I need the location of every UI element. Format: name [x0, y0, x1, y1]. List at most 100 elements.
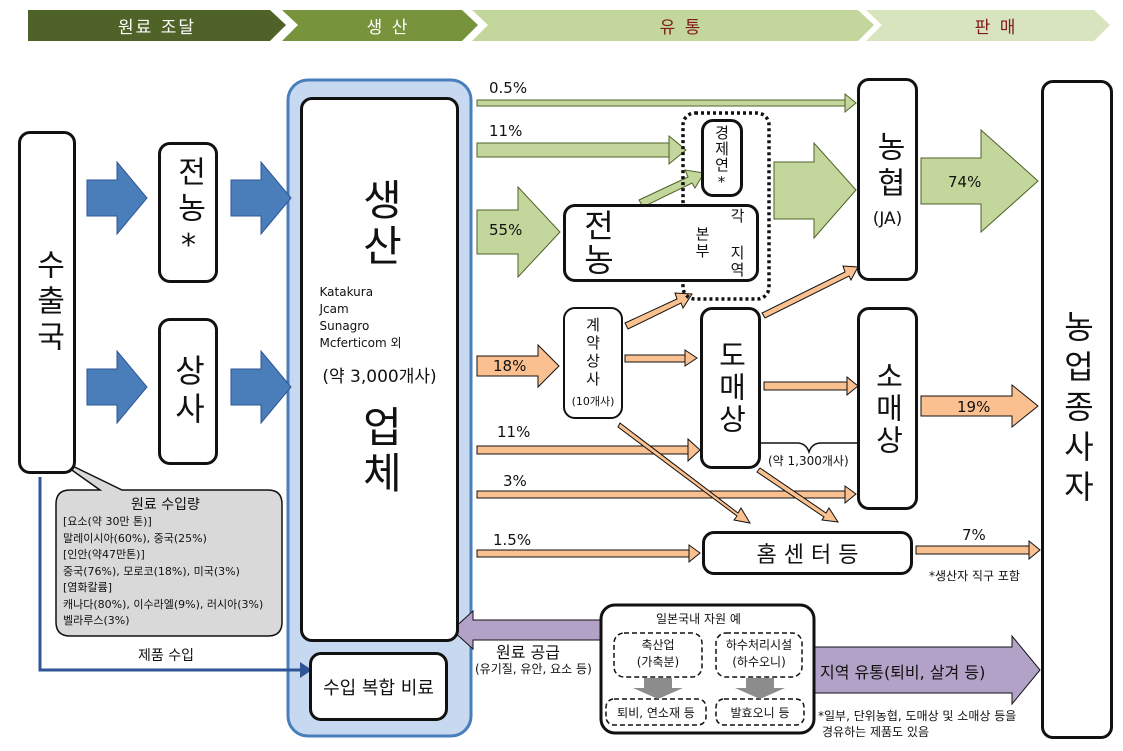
raw-supply-arrow [451, 609, 603, 651]
phase-chevron-4 [866, 10, 1110, 41]
product-import-head [300, 662, 312, 678]
orange-arrow-3 [476, 485, 857, 505]
import-volume-line: 벨라루스(3%) [63, 614, 130, 627]
zennoh-dist-label: 전농 [578, 209, 616, 277]
phase-distribution: 유 통 [659, 17, 703, 38]
orange-arrow-7 [915, 539, 1041, 561]
producers-box: 생산 Katakura Jcam Sunagro Mcferticom 외 (약… [300, 97, 459, 642]
blue-arrow-1 [86, 160, 148, 236]
ja-sub-label: (JA) [872, 208, 903, 229]
import-fertilizer-box: 수입 복합 비료 [309, 652, 448, 721]
import-volume-title: 원료 수입량 [131, 497, 200, 513]
down-arrow-livestock [633, 678, 683, 699]
livestock-box [613, 632, 703, 678]
direct-sales-note: *생산자 직구 포함 [929, 569, 1020, 583]
orange-arrow-11b [476, 437, 701, 463]
blue-arrow-3 [86, 349, 148, 425]
retailer-box: 소매상 [857, 307, 918, 510]
company-item: Katakura [319, 285, 374, 299]
pct-3: 3% [503, 472, 527, 490]
zennoh-dist-box: 전농 본부 각 지역 [563, 204, 759, 282]
import-volume-line: [요소(약 30만 톤)] [63, 515, 152, 528]
company-item: Jcam [319, 302, 349, 316]
pct-0-5: 0.5% [489, 79, 528, 97]
blue-arrow-4 [230, 349, 292, 425]
blue-arrow-2 [230, 160, 292, 236]
import-fertilizer-label: 수입 복합 비료 [323, 677, 434, 699]
pct-18: 18% [493, 357, 527, 375]
orange-arrow-wholesale-retail [763, 375, 859, 397]
green-arrow-keizairen-ja [773, 141, 857, 240]
keizairen-dotted-region [681, 111, 771, 301]
wholesale-retail-count: (약 1,300개사) [768, 454, 849, 468]
phase-sales: 판 매 [974, 17, 1018, 38]
orange-arrow-wholesale-ja [761, 265, 859, 319]
farmers-label: 농업종사자 [1058, 309, 1096, 510]
ja-box: 농협 (JA) [857, 78, 918, 281]
producers-company-list: Katakura Jcam Sunagro Mcferticom 외 [320, 284, 440, 352]
export-country-box: 수출국 [18, 131, 76, 474]
home-center-label: 홈 센 터 등 [756, 543, 859, 568]
orange-arrow-wholesale-homecenter [756, 467, 839, 523]
zennoh-branch-hq: 본부 [693, 226, 711, 260]
pct-19: 19% [957, 398, 991, 416]
raw-supply-label: 원료 공급 [496, 643, 560, 662]
pct-7: 7% [962, 526, 986, 544]
orange-arrow-15 [476, 544, 701, 564]
producers-count: (약 3,000개사) [322, 367, 437, 387]
phase-procurement: 원료 조달 [118, 17, 196, 38]
import-volume-line: [염화칼륨] [63, 581, 113, 594]
orange-arrow-contract-wholesale [624, 349, 698, 367]
keizairen-box: 경제연* [701, 119, 743, 197]
orange-arrow-contract-homecenter [617, 422, 752, 524]
contract-trader-box: 계약상사 (10개사) [563, 307, 623, 419]
sewage-label: 하수처리시설 [725, 638, 793, 652]
export-country-label: 수출국 [30, 248, 65, 357]
raw-supply-sub-label: (유기질, 유안, 요소 등) [475, 662, 592, 676]
import-volume-list: [요소(약 30만 톤)] 말레이시아(60%), 중국(25%) [인안(약4… [63, 514, 263, 630]
trading-company-label: 상사 [169, 353, 207, 430]
company-item: Sunagro [319, 319, 370, 333]
zennoh-supply-label: 전농* [171, 156, 206, 269]
sewage-box [715, 632, 803, 678]
livestock-sub-label: (가축분) [636, 655, 680, 669]
trading-company-box: 상사 [158, 318, 218, 465]
wholesaler-label: 도매상 [713, 340, 748, 436]
import-volume-line: 말레이시아(60%), 중국(25%) [63, 531, 207, 545]
green-arrow-11 [476, 134, 687, 166]
green-arrow-05 [476, 92, 857, 114]
green-arrow-zennoh-keizairen [638, 169, 705, 208]
livestock-label: 축산업 [641, 638, 675, 652]
ja-label: 농협 [870, 130, 906, 203]
pct-11-b: 11% [497, 423, 531, 441]
orange-arrow-contract-zennoh [624, 292, 693, 330]
farmers-box: 농업종사자 [1041, 80, 1113, 739]
producers-title-top: 생산 [355, 178, 404, 270]
pct-1-5: 1.5% [493, 531, 532, 549]
wholesaler-box: 도매상 [700, 307, 761, 469]
phase-chevron-1 [28, 10, 286, 41]
phase-chevron-2 [282, 10, 478, 41]
product-import-label: 제품 수입 [138, 648, 194, 664]
import-volume-line: 중국(76%), 모로코(18%), 미국(3%) [63, 564, 240, 578]
pct-11-a: 11% [489, 122, 523, 140]
green-arrow-74 [920, 128, 1039, 234]
phase-chevron-3 [472, 10, 874, 41]
producers-title-bottom: 업체 [355, 405, 404, 497]
home-center-box: 홈 센 터 등 [702, 531, 913, 575]
contract-trader-count: (10개사) [571, 395, 615, 408]
retailer-label: 소매상 [870, 360, 905, 457]
compost-label: 퇴비, 연소재 등 [617, 706, 695, 720]
zennoh-branch-regions: 각 지역 [728, 207, 746, 279]
down-arrow-sewage [735, 678, 785, 699]
company-item: Mcferticom 외 [319, 336, 402, 350]
import-volume-line: 캐나다(80%), 이수라엘(9%), 러시아(3%) [63, 597, 264, 611]
phase-production: 생 산 [366, 17, 410, 38]
domestic-resources-title: 일본국내 자원 예 [656, 612, 741, 626]
regional-note-line-2: 경유하는 제품도 있음 [822, 725, 929, 739]
fermented-sludge-label: 발효오니 등 [730, 706, 790, 720]
import-volume-line: [인안(약47만톤)] [63, 548, 145, 561]
sewage-text: 하수처리시설 (하수오니) [716, 637, 802, 671]
orange-arrow-19 [920, 383, 1039, 429]
